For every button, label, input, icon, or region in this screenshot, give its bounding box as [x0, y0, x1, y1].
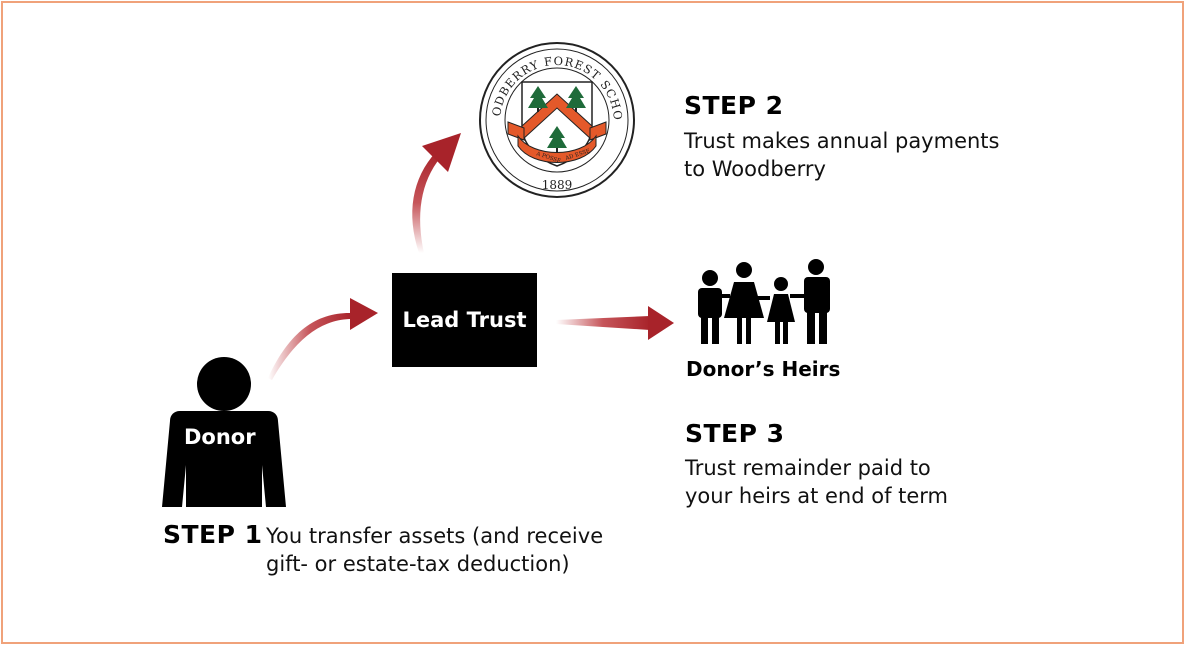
arrow-trust-to-seal: [412, 133, 461, 253]
donor-figure-icon: [162, 357, 286, 507]
lead-trust-label: Lead Trust: [402, 308, 527, 332]
heirs-label: Donor’s Heirs: [686, 357, 841, 381]
step-3-line-1: Trust remainder paid to: [685, 456, 931, 480]
step-3-line-2: your heirs at end of term: [685, 484, 949, 508]
step-1-line-1: You transfer assets (and receive: [266, 524, 604, 548]
step-2-line-2: to Woodberry: [684, 157, 826, 181]
arrow-trust-to-heirs: [556, 306, 674, 340]
step-3-text: Trust remainder paid to your heirs at en…: [685, 454, 948, 510]
step-3-title: STEP 3: [685, 419, 785, 448]
step-2-title: STEP 2: [684, 91, 784, 120]
step-2-line-1: Trust makes annual payments: [684, 129, 1000, 153]
step-1-title: STEP 1: [163, 520, 263, 549]
arrow-donor-to-trust: [268, 298, 378, 380]
step-2-text: Trust makes annual payments to Woodberry: [684, 127, 999, 183]
step-1-text: You transfer assets (and receive gift- o…: [266, 522, 603, 578]
woodberry-seal-icon: WOODBERRY FOREST SCHOOL A POSSE AD ESSE …: [478, 40, 635, 198]
family-icon: [698, 259, 830, 344]
step-1-line-2: gift- or estate-tax deduction): [266, 552, 570, 576]
svg-text:1889: 1889: [542, 178, 573, 192]
donor-label: Donor: [184, 425, 256, 449]
lead-trust-box: Lead Trust: [392, 273, 537, 367]
